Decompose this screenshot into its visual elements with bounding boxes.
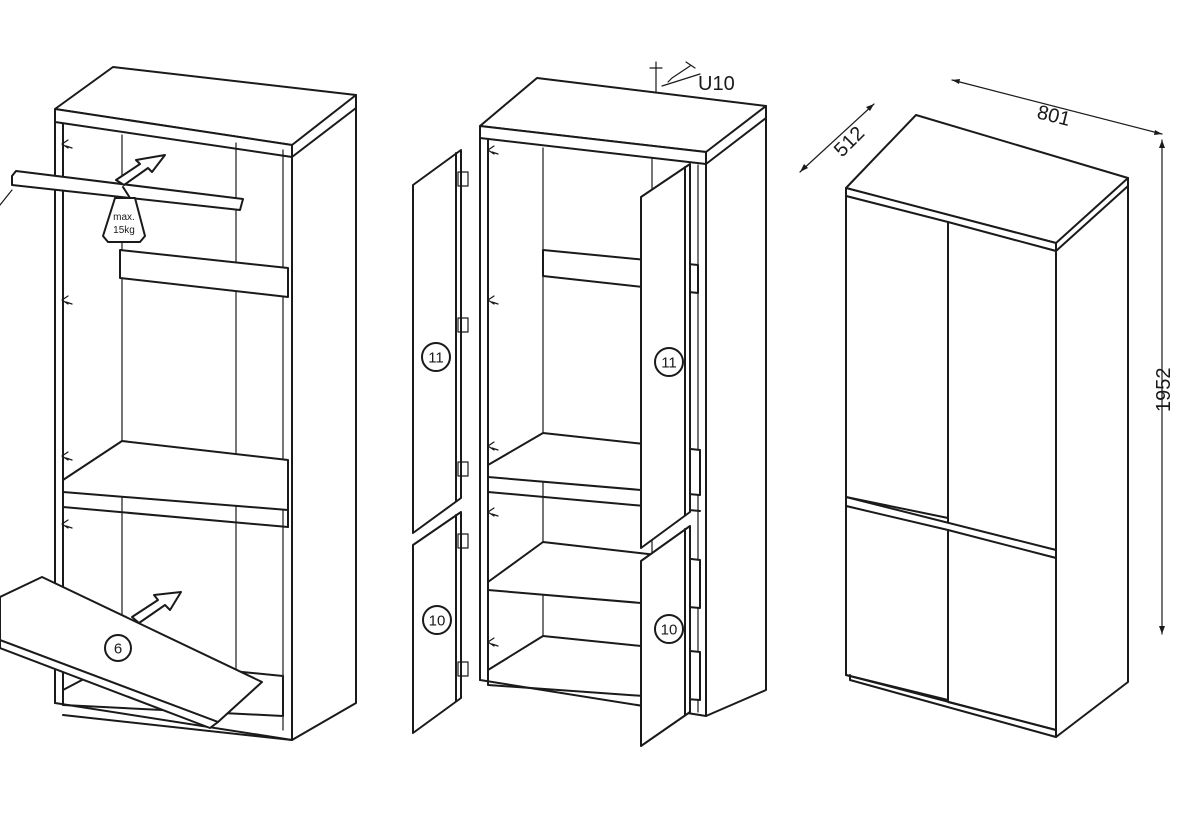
shelf-callout-number: 6 bbox=[114, 641, 122, 658]
cabinet1-upper-rail bbox=[119, 249, 289, 298]
front-upper-left-door bbox=[845, 195, 949, 519]
shelf-insert-arrow bbox=[131, 591, 182, 624]
left-upper-door-number: 11 bbox=[428, 350, 444, 367]
left-lower-door-hinges bbox=[457, 533, 469, 677]
right-upper-door-number: 11 bbox=[661, 355, 677, 372]
load-limit-line1: max. bbox=[113, 212, 135, 223]
screw-label: U10 bbox=[698, 73, 735, 95]
cabinet1-right-side bbox=[291, 107, 357, 741]
shelf-callout-circle bbox=[104, 634, 132, 662]
height-value: 1952 bbox=[1153, 368, 1175, 413]
right-upper-door-callout bbox=[654, 347, 684, 377]
hanging-rail bbox=[11, 170, 244, 211]
left-upper-door-hinges bbox=[457, 171, 469, 477]
load-limit-line2: 15kg bbox=[113, 225, 135, 236]
closed-wardrobe-view: 512 801 1952 bbox=[799, 79, 1175, 738]
front-lower-right-door bbox=[947, 529, 1057, 731]
right-lower-door bbox=[640, 525, 691, 747]
load-limit-tag: max. 15kg bbox=[102, 186, 146, 243]
open-wardrobe-view: max. 15kg 6 bbox=[0, 66, 357, 741]
door-assembly-view: U10 1 bbox=[412, 61, 767, 747]
right-upper-door bbox=[640, 163, 691, 549]
cabinet2-hinges bbox=[487, 145, 499, 647]
left-lower-door-number: 10 bbox=[429, 613, 446, 630]
depth-value: 512 bbox=[830, 122, 869, 161]
left-upper-door-callout bbox=[421, 342, 451, 372]
rail-insert-arrow bbox=[115, 154, 166, 186]
cabinet2-right-side bbox=[705, 117, 767, 717]
right-lower-door-callout bbox=[654, 614, 684, 644]
left-lower-door-callout bbox=[422, 605, 452, 635]
cabinet1-middle-shelf bbox=[62, 440, 289, 511]
left-upper-door bbox=[412, 149, 462, 534]
front-upper-right-door bbox=[947, 221, 1057, 551]
cabinet3-right-side bbox=[1055, 185, 1129, 738]
width-dimension: 801 bbox=[951, 79, 1163, 135]
loose-shelf-edge bbox=[0, 639, 219, 729]
depth-dimension: 512 bbox=[799, 103, 875, 173]
left-lower-door bbox=[412, 511, 462, 734]
width-value: 801 bbox=[1035, 102, 1073, 131]
front-lower-left-door bbox=[845, 505, 949, 701]
height-dimension: 1952 bbox=[1153, 139, 1175, 635]
right-lower-door-number: 10 bbox=[661, 622, 678, 639]
screw-u10: U10 bbox=[649, 61, 735, 96]
